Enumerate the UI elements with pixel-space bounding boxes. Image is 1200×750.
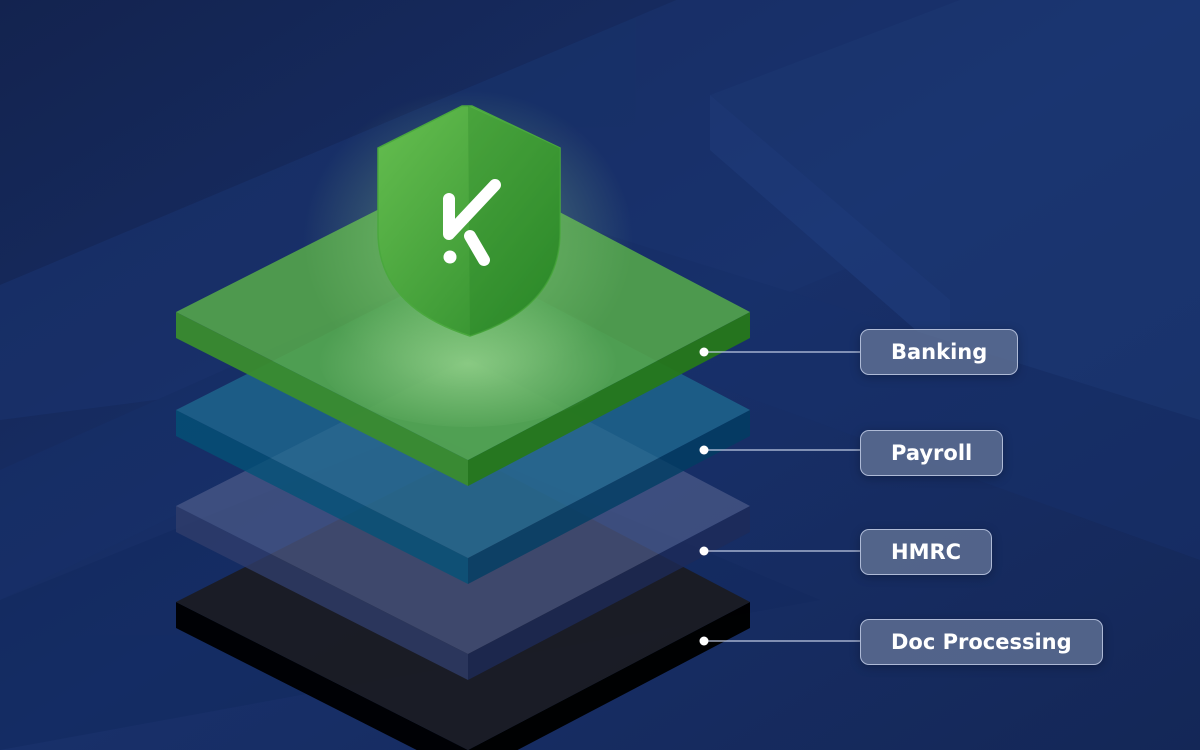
layer-slab-right-face (468, 410, 750, 584)
layer-label-banking-text: Banking (891, 340, 988, 364)
layer-label-hmrc: HMRC (860, 529, 993, 575)
kashflow-k-logo-icon (377, 105, 561, 337)
layer-slab-left-face (176, 312, 468, 486)
connector-dot-banking (699, 347, 709, 357)
layer-slab-right-face (468, 506, 750, 680)
layer-label-doc-processing: Doc Processing (860, 619, 1103, 665)
layer-slab-left-face (176, 410, 468, 584)
layer-label-doc-processing-text: Doc Processing (891, 630, 1072, 654)
connector-dot-hmrc (699, 546, 709, 556)
layer-slab-left-face (176, 506, 468, 680)
layer-label-banking: Banking (860, 329, 1019, 375)
layer-label-hmrc-text: HMRC (891, 540, 962, 564)
layer-slab-right-face (468, 312, 750, 486)
connector-dot-payroll (699, 445, 709, 455)
layer-label-payroll: Payroll (860, 430, 1004, 476)
connector-dot-doc-processing (699, 636, 709, 646)
layer-stack (176, 164, 750, 750)
connectors (699, 347, 860, 646)
layer-label-payroll-text: Payroll (891, 441, 973, 465)
